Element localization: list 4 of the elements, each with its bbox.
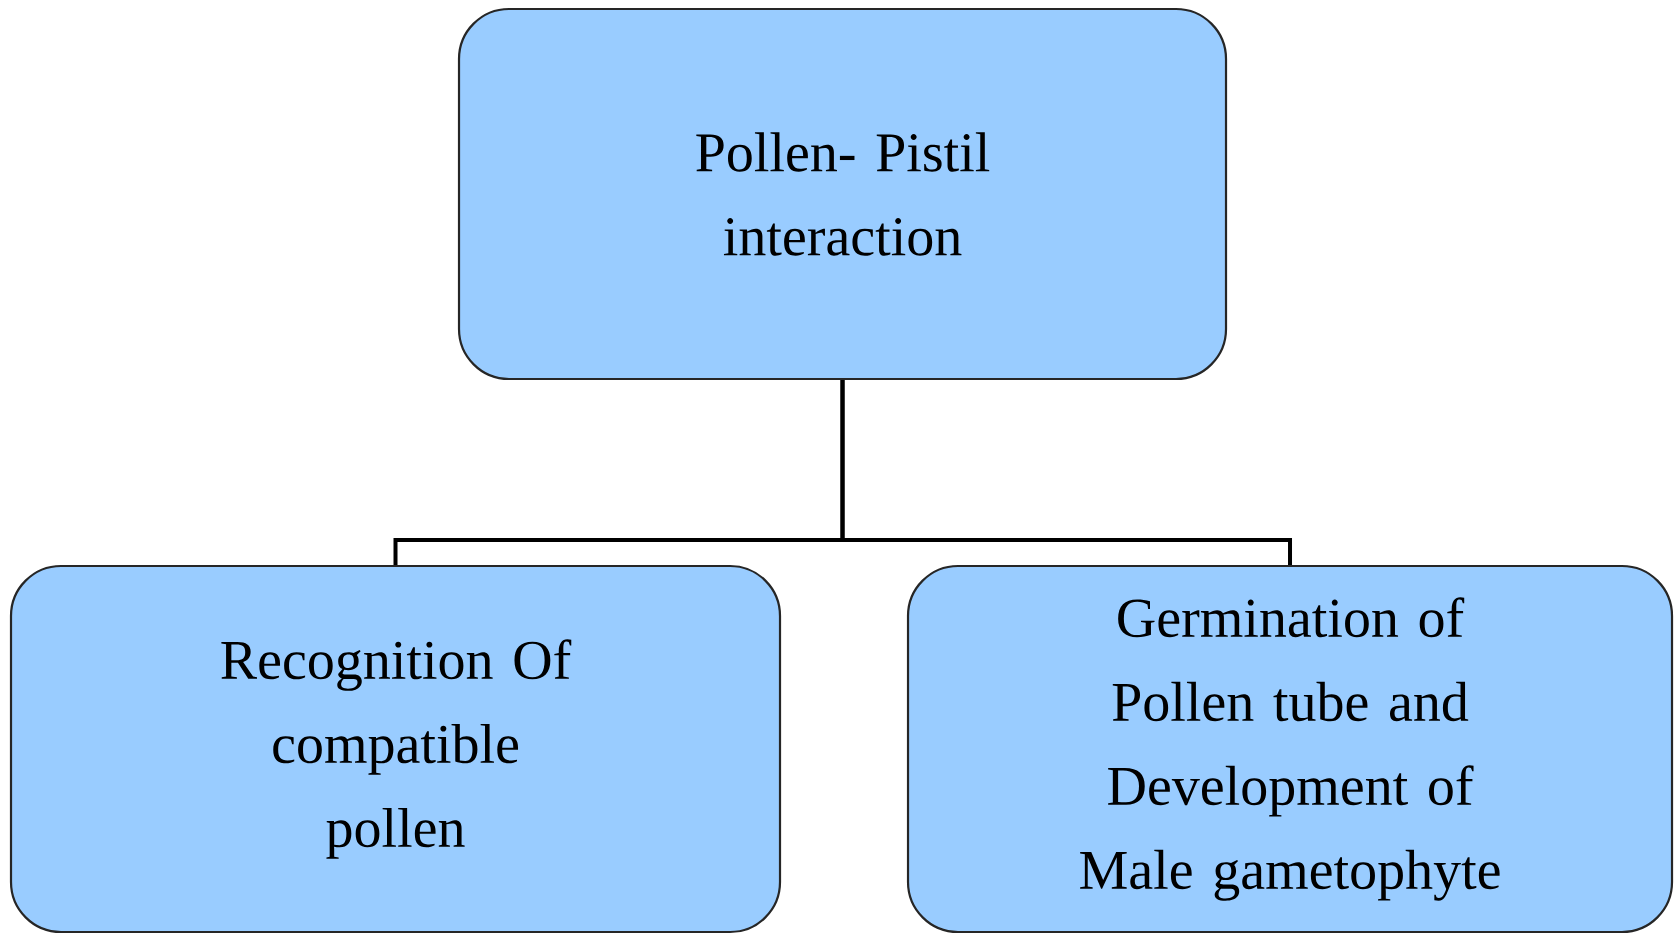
process-box: Germination of Pollen tube and Development of Male gametophyte [906, 564, 1674, 934]
process-box: Recognition Of compatible pollen [9, 564, 782, 934]
connector-line [840, 380, 1292, 565]
process-box: Pollen- Pistil interaction [457, 7, 1228, 381]
